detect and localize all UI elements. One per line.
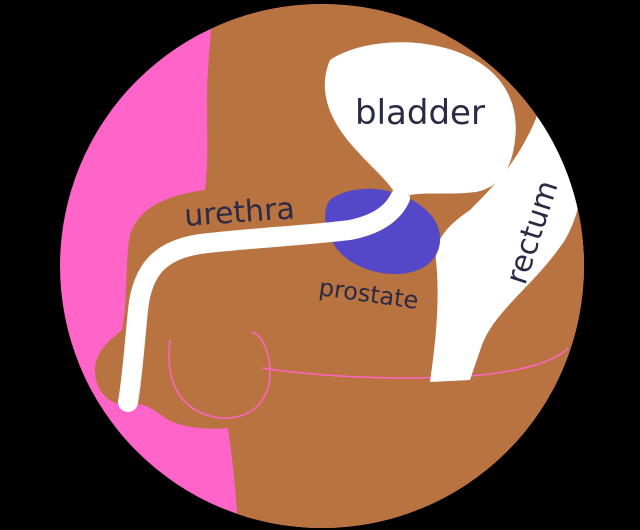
bladder-label: bladder bbox=[355, 93, 485, 133]
urethra-tube bbox=[118, 188, 410, 412]
rectum-shape bbox=[430, 70, 584, 382]
scrotum-outline bbox=[168, 331, 271, 419]
urethra-label: urethra bbox=[183, 191, 296, 234]
bladder-shape bbox=[324, 42, 516, 199]
prostate-shape bbox=[325, 188, 441, 275]
